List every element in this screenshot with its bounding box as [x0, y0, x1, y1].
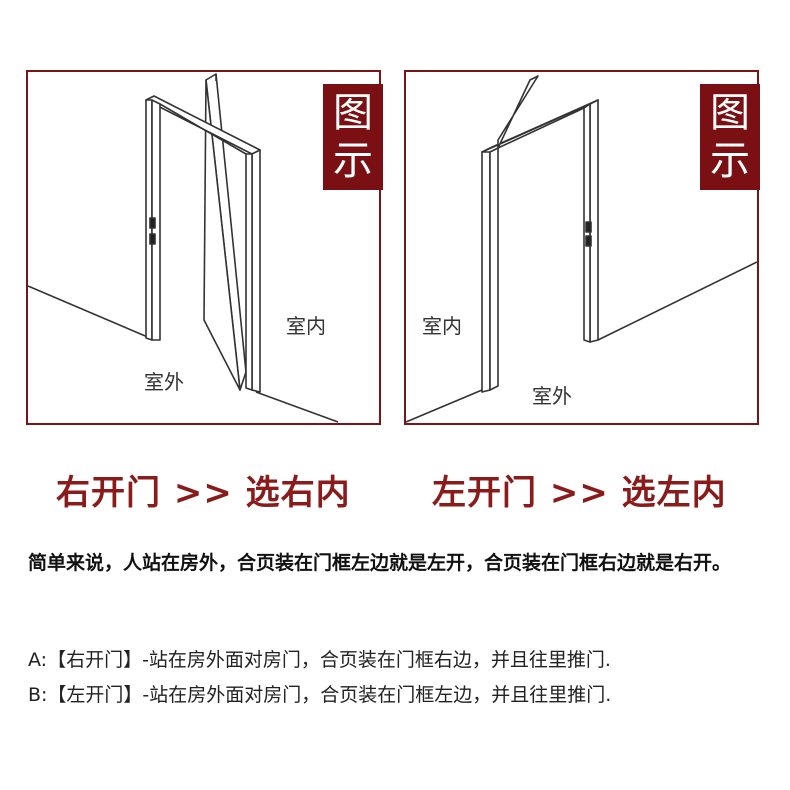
badge-char: 示 [710, 138, 750, 184]
diagram-badge: 图 示 [323, 84, 383, 190]
heading-left-open: 左开门 >> 选左内 [432, 473, 727, 513]
badge-char: 图 [333, 90, 373, 136]
door-frame-right [589, 99, 599, 343]
outside-label: 室外 [144, 370, 184, 394]
door-frame-right [251, 149, 261, 393]
diagram-right-open-door: 图 示 室内 室外 [26, 70, 383, 425]
badge-char: 示 [333, 138, 373, 184]
summary-text: 简单来说，人站在房外，合页装在门框左边就是左开，合页装在门框右边就是右开。 [28, 552, 732, 574]
floor-line [255, 391, 339, 423]
badge-char: 图 [710, 90, 750, 136]
floor-line [597, 261, 757, 341]
heading-right-open: 右开门 >> 选右内 [56, 473, 351, 513]
hinge [149, 233, 156, 245]
inside-label: 室内 [286, 314, 326, 338]
floor-line [406, 389, 483, 423]
door-drawing [28, 73, 339, 423]
diagram-badge: 图 示 [700, 84, 760, 190]
hinge [585, 221, 592, 233]
outside-label: 室外 [532, 384, 572, 408]
note-b: B:【左开门】-站在房外面对房门，合页装在门框左边，并且往里推门. [28, 684, 612, 706]
floor-line [28, 285, 151, 339]
diagram-left-open-door: 图 示 室内 室外 [404, 70, 760, 425]
door-frame-top [145, 95, 261, 155]
hinge [149, 217, 156, 229]
door-drawing [406, 75, 757, 423]
door-leaf [497, 75, 539, 149]
hinge [585, 235, 592, 247]
inside-label: 室内 [422, 314, 462, 338]
note-a: A:【右开门】-站在房外面对房门，合页装在门框右边，并且往里推门. [28, 649, 611, 671]
door-frame-left [481, 151, 491, 393]
